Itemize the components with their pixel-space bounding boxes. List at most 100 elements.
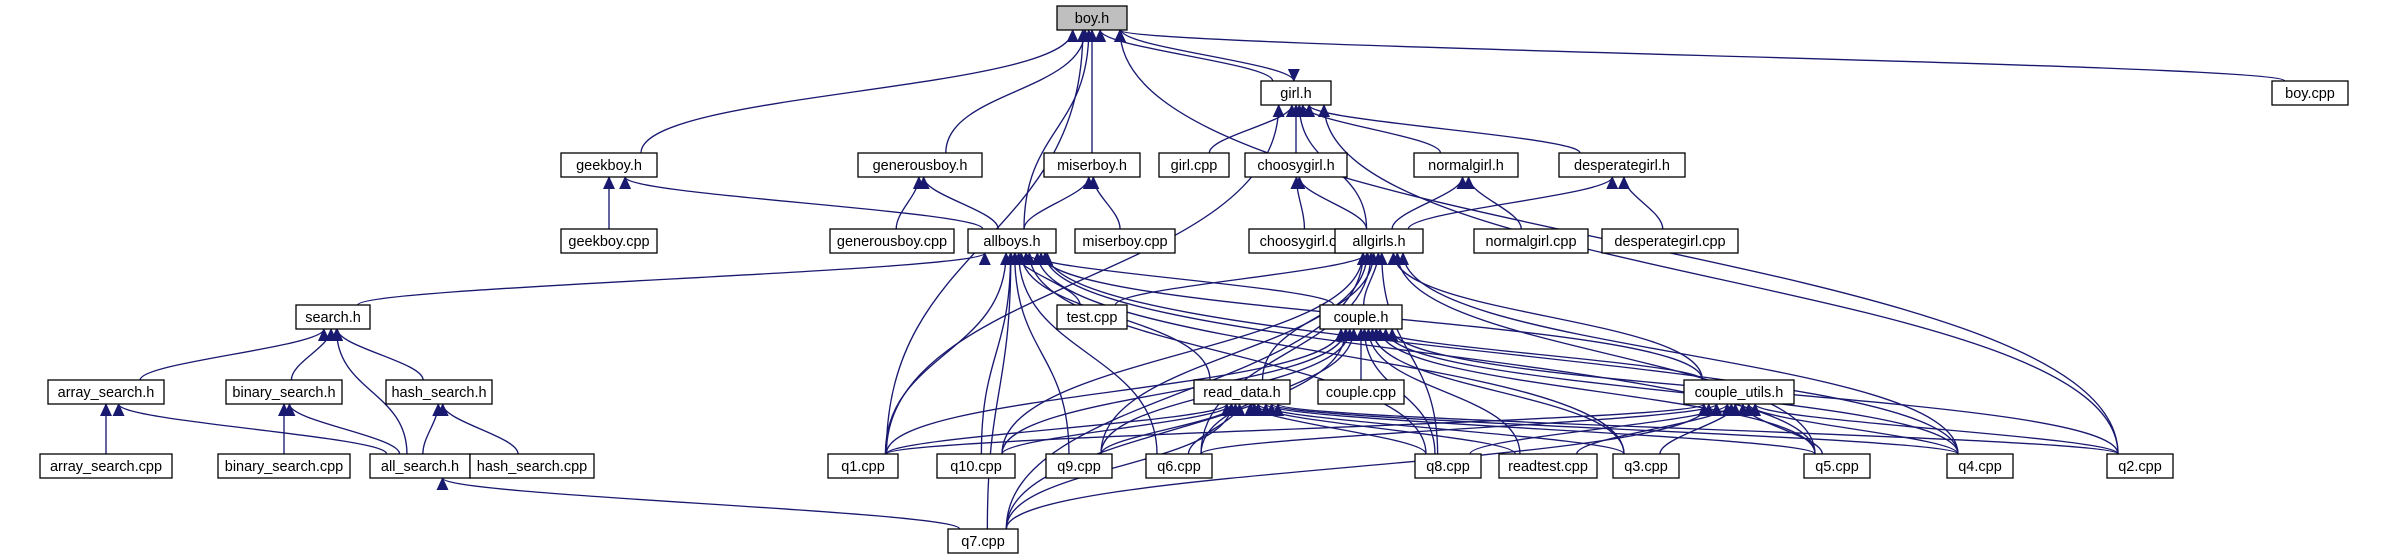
node-desperategirl-h[interactable]: desperategirl.h (1558, 152, 1686, 178)
edge-binary-search-h-to-search-h (290, 328, 338, 381)
edge-allgirls-h-to-choosygirl-h (1293, 176, 1368, 230)
edge-q1-cpp-to-read-data-h (885, 403, 1233, 455)
node-box (1413, 152, 1519, 178)
node-label: desperategirl.cpp (1614, 234, 1725, 250)
node-label: array_search.cpp (50, 459, 162, 475)
node-couple-utils-h[interactable]: couple_utils.h (1683, 379, 1795, 405)
node-geekboy-h[interactable]: geekboy.h (560, 152, 658, 178)
edge-q5-cpp-to-allgirls-h (1391, 252, 1816, 455)
node-q10-cpp[interactable]: q10.cpp (936, 453, 1016, 479)
node-label: miserboy.cpp (1082, 234, 1167, 250)
node-test-cpp[interactable]: test.cpp (1056, 304, 1128, 330)
node-label: couple_utils.h (1695, 385, 1784, 401)
edge-all-search-h-to-search-h (330, 328, 408, 455)
node-miserboy-cpp[interactable]: miserboy.cpp (1074, 228, 1176, 254)
node-label: hash_search.cpp (477, 459, 587, 475)
node-normalgirl-cpp[interactable]: normalgirl.cpp (1473, 228, 1589, 254)
node-box (1473, 228, 1589, 254)
node-girl-cpp[interactable]: girl.cpp (1158, 152, 1230, 178)
node-all-search-h[interactable]: all_search.h (369, 453, 471, 479)
node-choosygirl-h[interactable]: choosygirl.h (1244, 152, 1348, 178)
node-label: all_search.h (381, 459, 459, 475)
node-couple-h[interactable]: couple.h (1319, 304, 1403, 330)
node-hash-search-h[interactable]: hash_search.h (385, 379, 493, 405)
edge-q9-cpp-to-allboys-h (1008, 252, 1070, 455)
node-q7-cpp[interactable]: q7.cpp (947, 528, 1019, 554)
node-label: test.cpp (1067, 310, 1118, 326)
node-q2-cpp[interactable]: q2.cpp (2106, 453, 2174, 479)
node-label: q2.cpp (2118, 459, 2162, 475)
node-boy-cpp[interactable]: boy.cpp (2271, 80, 2349, 106)
node-q8-cpp[interactable]: q8.cpp (1414, 453, 1482, 479)
node-label: binary_search.cpp (225, 459, 344, 475)
edge-q4-cpp-to-couple-h (1379, 328, 1959, 455)
node-search-h[interactable]: search.h (295, 304, 371, 330)
node-geekboy-cpp[interactable]: geekboy.cpp (560, 228, 658, 254)
node-label: q9.cpp (1057, 459, 1101, 475)
node-miserboy-h[interactable]: miserboy.h (1043, 152, 1141, 178)
node-binary-search-cpp[interactable]: binary_search.cpp (217, 453, 351, 479)
edge-q3-cpp-to-couple-utils-h (1659, 403, 1742, 455)
node-desperategirl-cpp[interactable]: desperategirl.cpp (1601, 228, 1739, 254)
node-q5-cpp[interactable]: q5.cpp (1803, 453, 1871, 479)
node-binary-search-h[interactable]: binary_search.h (225, 379, 343, 405)
edge-q6-cpp-to-read-data-h (1187, 403, 1246, 455)
node-label: boy.h (1075, 11, 1109, 27)
node-label: boy.cpp (2285, 86, 2335, 102)
node-label: choosygirl.h (1257, 158, 1334, 174)
edge-normalgirl-cpp-to-normalgirl-h (1462, 176, 1522, 230)
node-label: q4.cpp (1958, 459, 2002, 475)
node-generousboy-cpp[interactable]: generousboy.cpp (829, 228, 955, 254)
node-q3-cpp[interactable]: q3.cpp (1612, 453, 1680, 479)
edge-q7-cpp-to-read-data-h (1005, 403, 1238, 530)
node-array-search-h[interactable]: array_search.h (47, 379, 165, 405)
node-q6-cpp[interactable]: q6.cpp (1145, 453, 1213, 479)
node-label: allgirls.h (1352, 234, 1405, 250)
node-label: array_search.h (58, 385, 155, 401)
node-box (1612, 453, 1680, 479)
node-box (1317, 379, 1405, 405)
node-box (967, 228, 1057, 254)
node-q1-cpp[interactable]: q1.cpp (827, 453, 899, 479)
node-girl-h[interactable]: girl.h (1260, 80, 1332, 106)
edge-q10-cpp-to-allgirls-h (1001, 252, 1369, 455)
node-box (936, 453, 1016, 479)
node-generousboy-h[interactable]: generousboy.h (857, 152, 983, 178)
node-box (217, 453, 351, 479)
edge-couple-h-to-allboys-h (1020, 252, 1335, 306)
node-readtest-cpp[interactable]: readtest.cpp (1498, 453, 1598, 479)
node-array-search-cpp[interactable]: array_search.cpp (39, 453, 173, 479)
node-label: miserboy.h (1057, 158, 1127, 174)
node-allboys-h[interactable]: allboys.h (967, 228, 1057, 254)
edge-allboys-h-to-geekboy-h (619, 176, 984, 230)
edge-q7-cpp-to-all-search-h (436, 477, 961, 530)
node-box (1498, 453, 1598, 479)
edge-q8-cpp-to-allboys-h (1023, 252, 1427, 455)
node-couple-cpp[interactable]: couple.cpp (1317, 379, 1405, 405)
edge-q4-cpp-to-allboys-h (1041, 252, 1959, 455)
edge-girl-h-to-boy-h (1094, 29, 1274, 82)
node-label: q1.cpp (841, 459, 885, 475)
node-boy-h[interactable]: boy.h (1056, 5, 1128, 31)
node-label: allboys.h (983, 234, 1040, 250)
node-label: q7.cpp (961, 534, 1005, 550)
edge-q7-cpp-to-couple-h (1005, 328, 1352, 530)
edge-q3-cpp-to-couple-h (1366, 328, 1625, 455)
node-label: geekboy.cpp (568, 234, 649, 250)
edge-girl-cpp-to-girl-h (1208, 104, 1298, 154)
edge-generousboy-cpp-to-generousboy-h (895, 176, 925, 230)
edge-generousboy-h-to-boy-h (945, 29, 1092, 154)
edge-allboys-h-to-generousboy-h (917, 176, 999, 230)
node-q4-cpp[interactable]: q4.cpp (1946, 453, 2014, 479)
node-read-data-h[interactable]: read_data.h (1193, 379, 1291, 405)
edge-desperategirl-cpp-to-desperategirl-h (1617, 176, 1664, 230)
node-q9-cpp[interactable]: q9.cpp (1045, 453, 1113, 479)
node-box (225, 379, 343, 405)
node-allgirls-h[interactable]: allgirls.h (1334, 228, 1424, 254)
node-normalgirl-h[interactable]: normalgirl.h (1413, 152, 1519, 178)
node-label: binary_search.h (232, 385, 335, 401)
node-box (827, 453, 899, 479)
node-label: q6.cpp (1157, 459, 1201, 475)
node-label: q10.cpp (950, 459, 1002, 475)
node-hash-search-cpp[interactable]: hash_search.cpp (469, 453, 595, 479)
